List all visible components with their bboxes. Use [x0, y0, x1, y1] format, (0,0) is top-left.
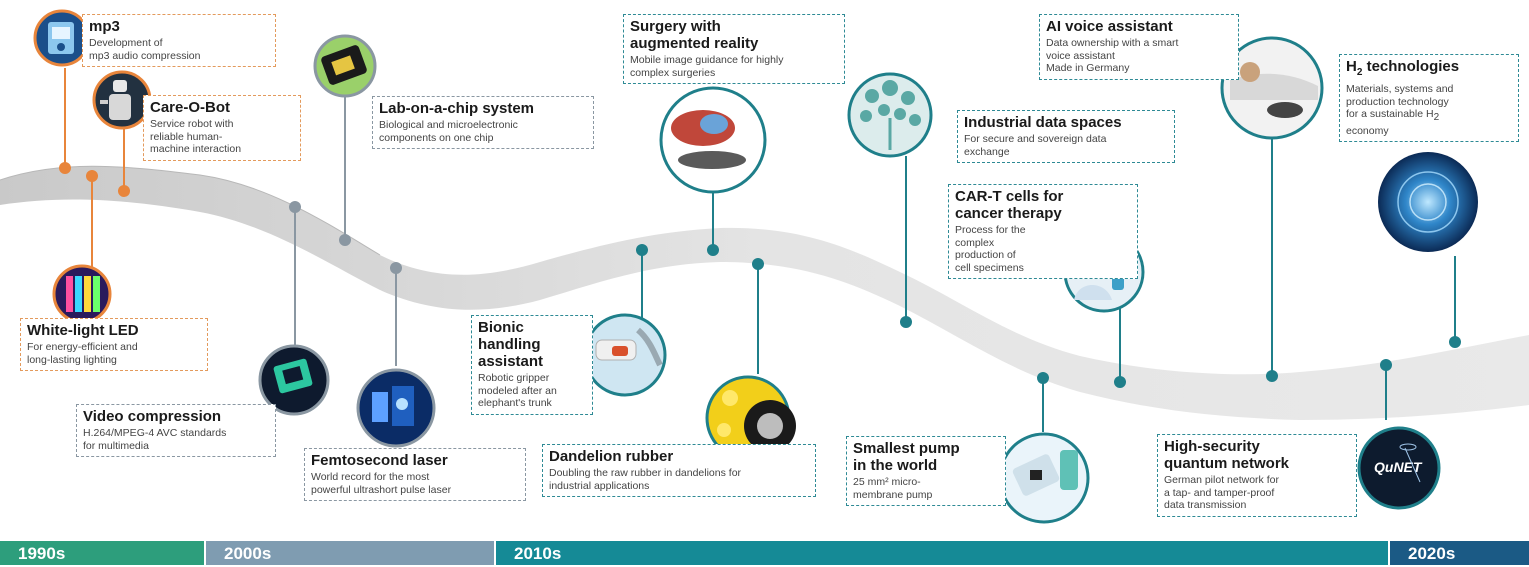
milestone-data-spaces: Industrial data spaces For secure and so…: [957, 110, 1175, 163]
care-o-bot-description: Service robot with reliable human- machi…: [150, 118, 242, 155]
milestone-surgery-ar: Surgery with augmented reality Mobile im…: [623, 14, 845, 84]
milestone-ai-voice: AI voice assistant Data ownership with a…: [1039, 14, 1239, 80]
smallest-pump-description: 25 mm² micro- membrane pump: [853, 476, 933, 501]
data-spaces-description: For secure and sovereign data exchange: [964, 133, 1107, 158]
lab-on-a-chip-description: Biological and microelectronic component…: [379, 119, 518, 144]
ai-dot: [1266, 370, 1278, 382]
era-1990s: 1990s: [0, 541, 204, 565]
chip-dot: [339, 234, 351, 246]
milestone-car-t: CAR-T cells for cancer therapy Process f…: [948, 184, 1138, 279]
mp3-dot: [59, 162, 71, 174]
era-2000s: 2000s: [206, 541, 494, 565]
qunet-logo-icon: QuNET: [1357, 426, 1441, 510]
milestone-bionic: Bionic handling assistant Robotic grippe…: [471, 315, 593, 415]
lab-on-a-chip-title: Lab-on-a-chip system: [379, 100, 535, 117]
dataspace-dot: [900, 316, 912, 328]
liver-model-icon: [659, 86, 767, 194]
ai-voice-description: Data ownership with a smart voice assist…: [1046, 37, 1179, 74]
dandelion-description: Doubling the raw rubber in dandelions fo…: [549, 467, 742, 492]
h2-dot: [1449, 336, 1461, 348]
white-led-description: For energy-efficient and long-lasting li…: [27, 341, 138, 366]
smallest-pump-title: Smallest pump in the world: [853, 440, 960, 474]
led-dot: [86, 170, 98, 182]
data-spaces-title: Industrial data spaces: [964, 114, 1122, 131]
h2-title-sub: 2: [1356, 67, 1363, 78]
surgery-dot: [707, 244, 719, 256]
care-o-bot-dot: [118, 185, 130, 197]
h2-desc-sub: 2: [1433, 112, 1440, 124]
pump-dot: [1037, 372, 1049, 384]
h2-title-rest: technologies: [1362, 58, 1460, 75]
robot-gripper-icon: [583, 313, 667, 397]
data-tree-icon: [847, 72, 933, 158]
laser-icon: [356, 368, 436, 448]
femtosecond-laser-title: Femtosecond laser: [311, 452, 448, 469]
car-t-title: CAR-T cells for cancer therapy: [955, 188, 1064, 222]
laser-dot: [390, 262, 402, 274]
milestone-video-compression: Video compression H.264/MPEG-4 AVC stand…: [76, 404, 276, 457]
white-led-title: White-light LED: [27, 322, 139, 339]
milestone-mp3: mp3 Development of mp3 audio compression: [82, 14, 276, 67]
milestone-lab-on-a-chip: Lab-on-a-chip system Biological and micr…: [372, 96, 594, 149]
car-t-description: Process for the complex production of ce…: [955, 224, 1026, 274]
service-robot-icon: [92, 70, 152, 130]
chip-icon: [313, 34, 377, 98]
milestone-dandelion: Dandelion rubber Doubling the raw rubber…: [542, 444, 816, 497]
milestone-femtosecond-laser: Femtosecond laser World record for the m…: [304, 448, 526, 501]
quantum-description: German pilot network for a tap- and tamp…: [1164, 474, 1279, 511]
surgery-ar-description: Mobile image guidance for highly complex…: [630, 54, 784, 79]
milestone-smallest-pump: Smallest pump in the world 25 mm² micro-…: [846, 436, 1006, 506]
milestone-quantum-network: High-security quantum network German pil…: [1157, 434, 1357, 517]
milestone-h2: H2 technologies Materials, systems and p…: [1339, 54, 1519, 143]
video-dot: [289, 201, 301, 213]
bionic-dot: [636, 244, 648, 256]
qunet-logo-text: QuNET: [1374, 459, 1423, 475]
cart-dot: [1114, 376, 1126, 388]
micro-pump-icon: [998, 432, 1090, 524]
h2-desc-rest: economy: [1346, 124, 1389, 137]
video-compression-title: Video compression: [83, 408, 222, 425]
car-driver-icon: [1220, 36, 1324, 140]
milestone-care-o-bot: Care-O-Bot Service robot with reliable h…: [143, 95, 301, 161]
h2-title: H2 technologies: [1346, 58, 1512, 81]
milestone-white-led: White-light LED For energy-efficient and…: [20, 318, 208, 371]
dandelion-title: Dandelion rubber: [549, 448, 674, 465]
h2-description: Materials, systems and production techno…: [1346, 83, 1512, 137]
mp3-description: Development of mp3 audio compression: [89, 37, 201, 62]
energy-sphere-icon: [1378, 152, 1478, 252]
video-compression-description: H.264/MPEG-4 AVC standards for multimedi…: [83, 427, 227, 452]
era-2020s: 2020s: [1390, 541, 1529, 565]
colored-led-icon: [52, 264, 112, 324]
quantum-dot: [1380, 359, 1392, 371]
era-2010s: 2010s: [496, 541, 1388, 565]
video-device-icon: [258, 344, 330, 416]
tire-dandelion-icon: [705, 375, 796, 461]
ai-voice-title: AI voice assistant: [1046, 18, 1173, 35]
surgery-ar-title: Surgery with augmented reality: [630, 18, 759, 52]
bionic-title: Bionic handling assistant: [478, 319, 544, 370]
h2-desc-main: Materials, systems and production techno…: [1346, 83, 1454, 120]
audio-device-icon: [33, 9, 91, 67]
bionic-description: Robotic gripper modeled after an elephan…: [478, 372, 557, 409]
quantum-title: High-security quantum network: [1164, 438, 1290, 472]
care-o-bot-title: Care-O-Bot: [150, 99, 231, 116]
h2-title-h: H: [1346, 58, 1357, 75]
mp3-title: mp3: [89, 18, 120, 35]
femtosecond-laser-description: World record for the most powerful ultra…: [311, 471, 452, 496]
dandelion-dot: [752, 258, 764, 270]
